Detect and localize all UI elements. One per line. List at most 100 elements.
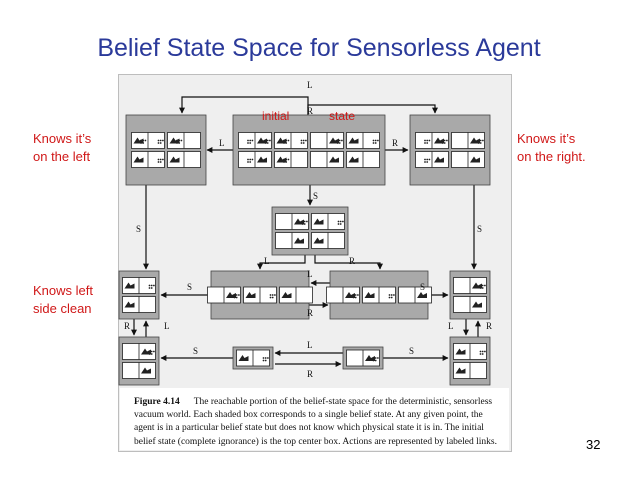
belief-box [409,114,491,186]
note-line: Knows left [33,283,93,298]
dirt-icon [484,284,486,287]
vacuum-icon [455,348,466,355]
note-line: Knows it’s [33,131,92,146]
dirt-icon [150,287,153,289]
dirt-icon [269,139,271,142]
belief-state-top-left [125,114,207,186]
vacuum-icon [455,367,466,374]
vacuum-icon [141,367,151,374]
transition-edge [257,255,306,270]
vacuum-icon [294,237,304,244]
dirt-icon [424,158,426,161]
vacuum-icon [226,292,236,298]
dirt-icon [303,220,306,223]
dirt-icon [159,158,162,161]
dirt-icon [287,139,290,142]
dirt-icon [374,142,377,144]
edge-label: S [187,282,192,292]
dirt-icon [266,142,269,144]
dirt-icon [374,139,377,142]
vacuum-icon [238,355,249,361]
dirt-icon [338,142,341,144]
dirt-icon [251,158,254,161]
note-left-side-clean: Knows left side clean [33,282,93,318]
caption-body: The reachable portion of the belief-stat… [134,397,497,450]
vacuum-icon [257,156,267,163]
dirt-icon [180,139,183,142]
dirt-icon [481,350,484,353]
caption-label: Figure 4.14 [134,397,180,407]
dirt-icon [262,357,265,359]
edge-label: R [124,321,130,331]
vacuum-icon [313,218,324,225]
dirt-icon [269,294,272,296]
belief-state-top-right [409,114,491,186]
vacuum-icon [281,292,292,298]
vacuum-icon [169,137,180,144]
vacuum-icon [329,137,339,144]
vacuum-icon [348,156,359,163]
edges-layer [131,96,481,367]
dirt-icon [235,294,238,296]
transition-edge [314,255,383,270]
belief-state-row3-left [207,270,313,320]
vacuum-icon [257,137,267,144]
vacuum-icon [313,237,324,244]
dirt-icon [264,357,267,359]
vacuum-icon [124,282,135,289]
dirt-icon [162,158,164,161]
dirt-icon [443,142,446,144]
dirt-icon [424,142,426,144]
dirt-icon [482,139,484,142]
vacuum-icon [417,292,427,298]
dirt-icon [271,294,274,296]
belief-state-row4-left [232,346,274,370]
dirt-icon [388,294,391,296]
vacuum-icon [124,301,135,308]
dirt-icon [264,359,267,362]
dirt-icon [251,139,254,142]
dirt-icon [339,223,342,225]
dirt-icon [428,158,431,161]
dirt-icon [339,220,342,223]
dirt-icon [150,353,153,355]
dirt-icon [342,220,344,223]
dirt-icon [238,294,240,296]
dirt-icon [159,139,162,142]
dirt-icon [426,158,429,161]
dirt-icon [372,139,375,142]
dirt-icon [479,353,482,355]
edge-label: L [264,256,270,266]
dirt-icon [157,158,160,161]
dirt-icon [159,142,162,144]
edge-label: R [307,369,313,379]
vacuum-icon [276,137,287,144]
belief-state-left-col-upper [118,270,160,320]
vacuum-icon [365,355,375,361]
dirt-icon [390,296,393,299]
edge-label: L [307,340,313,350]
dirt-icon [390,294,393,296]
dirt-icon [428,139,431,142]
edge-label: S [313,191,318,201]
edge-label: S [193,346,198,356]
note-knows-right: Knows it’s on the right. [517,130,586,166]
dirt-icon [235,296,238,299]
dirt-icon [302,142,305,144]
dirt-icon [274,294,276,296]
vacuum-icon [294,218,304,225]
edge-label: R [392,138,398,148]
dirt-icon [249,142,252,144]
edge-label: L [164,321,170,331]
vacuum-icon [472,301,482,308]
vacuum-icon [472,282,482,289]
note-line: Knows it’s [517,131,576,146]
dirt-icon [269,296,272,299]
edge-label: L [307,80,313,90]
dirt-icon [424,139,426,142]
dirt-icon [426,161,429,163]
dirt-icon [266,139,269,142]
vacuum-icon [470,137,480,144]
